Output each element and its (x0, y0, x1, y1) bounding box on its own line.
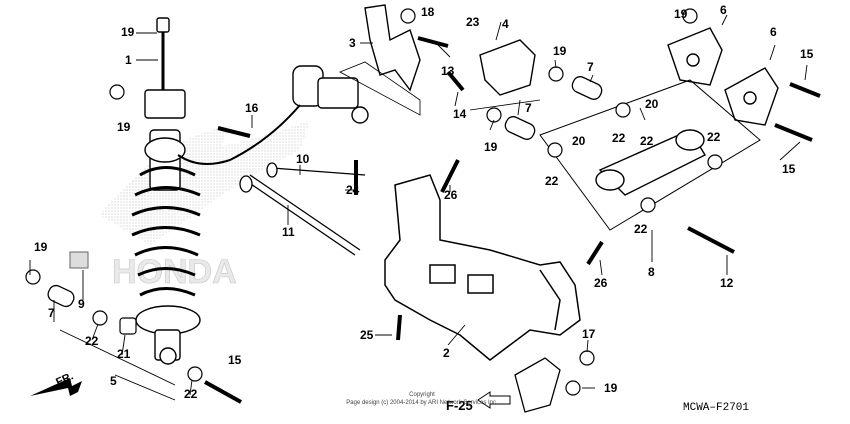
callout-19[interactable]: 19 (604, 381, 618, 395)
callout-26[interactable]: 26 (444, 188, 458, 202)
callout-10[interactable]: 10 (296, 152, 310, 166)
honda-watermark: HONDA (100, 120, 310, 291)
callout-20[interactable]: 20 (645, 97, 659, 111)
link-plates-6 (667, 27, 779, 126)
callout-14[interactable]: 14 (453, 107, 467, 121)
callout-1[interactable]: 1 (125, 53, 132, 67)
callout-19[interactable]: 19 (117, 120, 131, 134)
preload-adjuster (177, 65, 369, 165)
callout-15[interactable]: 15 (228, 353, 242, 367)
small-bracket (514, 357, 561, 413)
callout-22[interactable]: 22 (184, 387, 198, 401)
callout-13[interactable]: 13 (441, 64, 455, 78)
callout-22[interactable]: 22 (634, 222, 648, 236)
cover-4 (479, 39, 536, 96)
bracket-3 (364, 4, 421, 92)
callout-4[interactable]: 4 (502, 17, 509, 31)
callout-9[interactable]: 9 (78, 297, 85, 311)
rear-shock-absorber (131, 17, 201, 365)
callout-17[interactable]: 17 (582, 327, 596, 341)
callouts: 19 1 19 16 10 11 3 18 23 4 13 14 19 7 19… (34, 3, 814, 401)
copyright-line1: Copyright (409, 392, 435, 398)
callout-16[interactable]: 16 (245, 101, 259, 115)
callout-15[interactable]: 15 (782, 162, 796, 176)
callout-19[interactable]: 19 (121, 25, 135, 39)
callout-22[interactable]: 22 (707, 130, 721, 144)
callout-12[interactable]: 12 (720, 276, 734, 290)
front-arrow: FR. (30, 370, 82, 396)
long-bolts (239, 162, 366, 256)
callout-19[interactable]: 19 (34, 240, 48, 254)
callout-21[interactable]: 21 (117, 347, 131, 361)
collars-7 (47, 76, 603, 308)
callout-11[interactable]: 11 (282, 225, 295, 239)
diagram-code: MCWA–F2701 (683, 402, 749, 414)
callout-7[interactable]: 7 (525, 101, 532, 115)
callout-25[interactable]: 25 (360, 328, 374, 342)
callout-23[interactable]: 23 (466, 15, 480, 29)
callout-8[interactable]: 8 (648, 265, 655, 279)
callout-22[interactable]: 22 (640, 134, 654, 148)
leader-lines (29, 14, 808, 401)
figure-ref-label[interactable]: F-25 (446, 398, 473, 413)
callout-19[interactable]: 19 (674, 7, 688, 21)
copyright-line2: Page design (c) 2004-2014 by ARI Network… (346, 400, 498, 406)
callout-7[interactable]: 7 (587, 60, 594, 74)
callout-19[interactable]: 19 (553, 44, 567, 58)
callout-18[interactable]: 18 (421, 5, 435, 19)
label-9 (69, 251, 89, 269)
frame-bracket-2 (384, 174, 581, 361)
callout-20[interactable]: 20 (572, 134, 586, 148)
watermark-text: HONDA (112, 253, 237, 291)
callout-5[interactable]: 5 (110, 374, 117, 388)
callout-7[interactable]: 7 (48, 306, 55, 320)
callout-2[interactable]: 2 (443, 346, 450, 360)
callout-22[interactable]: 22 (612, 131, 626, 145)
link-assembly-8 (539, 79, 761, 231)
fasteners (25, 8, 821, 404)
callout-24[interactable]: 24 (346, 183, 360, 197)
assembly-outlines (339, 61, 541, 116)
callout-6[interactable]: 6 (720, 3, 727, 17)
callout-6[interactable]: 6 (770, 25, 777, 39)
callout-22[interactable]: 22 (85, 334, 99, 348)
figure-reference[interactable]: F-25 (446, 391, 511, 413)
callout-15[interactable]: 15 (800, 47, 814, 61)
callout-19[interactable]: 19 (484, 140, 498, 154)
callout-26[interactable]: 26 (594, 276, 608, 290)
callout-3[interactable]: 3 (349, 36, 356, 50)
callout-22[interactable]: 22 (545, 174, 559, 188)
